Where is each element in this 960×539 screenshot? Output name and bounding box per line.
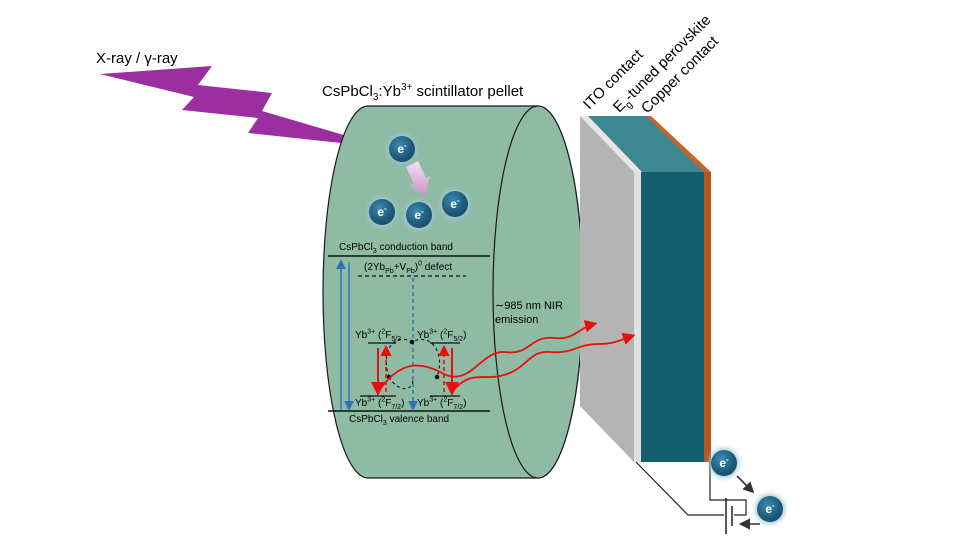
copper-side (704, 172, 711, 462)
electron-2: e- (406, 202, 432, 228)
electron-flow-arrow-1 (736, 475, 755, 494)
electron-circuit-2: e- (757, 496, 783, 522)
nir-emission-label-line2: emission (495, 314, 539, 326)
nir-emission-label: ∼985 nm NIR emission (495, 299, 563, 327)
electron-3: e- (442, 191, 468, 217)
electron-circuit-1: e- (711, 450, 737, 476)
pellet-title: CsPbCl3:Yb3+ scintillator pellet (322, 82, 524, 103)
scintillator-pellet (322, 105, 584, 479)
nir-emission-label-line1: ∼985 nm NIR (495, 300, 563, 312)
xray-bolt (100, 66, 388, 148)
ito-top (580, 116, 642, 172)
defect-node-top (409, 339, 415, 345)
yb-ground-label-left: Yb3+ (2F7/2) (355, 396, 405, 411)
circuit-wire-left (635, 461, 724, 516)
detector-device (580, 116, 711, 462)
defect-label: (2YbPb+VPb)0 defect (364, 260, 453, 275)
conduction-band-label: CsPbCl3 conduction band (339, 242, 453, 255)
valence-band-label: CsPbCl3 valence band (349, 414, 450, 427)
circuit-wire-right (709, 462, 747, 516)
copper-top-edge (644, 116, 711, 172)
pellet-front-face (492, 105, 584, 479)
yb-excited-label-right: Yb3+ (2F5/2) (417, 328, 467, 343)
electron-incident: e- (389, 136, 415, 162)
perovskite-front (640, 172, 704, 462)
nir-emission-wave-2 (451, 332, 636, 393)
electron-path-arrow (406, 161, 430, 196)
charge-transfer-loop-lower (388, 376, 414, 390)
ito-front (580, 116, 634, 462)
electron-1: e- (369, 199, 395, 225)
defect-node-right (434, 374, 440, 380)
yb-ground-label-right: Yb3+ (2F7/2) (417, 396, 467, 411)
ito-edge (634, 172, 641, 462)
yb-excited-label-left: Yb3+ (2F5/2 (355, 328, 402, 343)
nir-emission-wave-1 (377, 320, 598, 393)
perovskite-top (586, 116, 704, 172)
xray-label: X-ray / γ-ray (96, 50, 178, 67)
